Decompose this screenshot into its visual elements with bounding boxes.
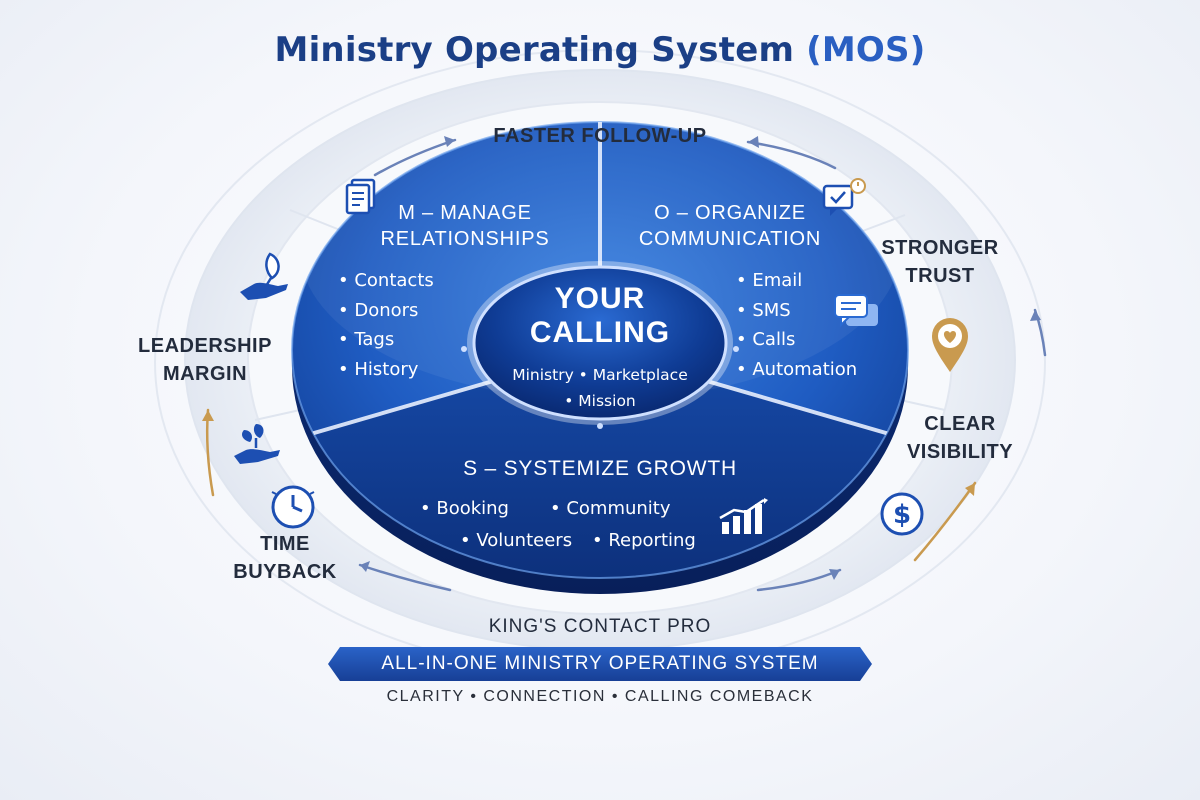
banner-ribbon [328,647,872,681]
segment-title-line: COMMUNICATION [638,228,822,250]
list-item: Tags [338,325,434,355]
banner-text: ALL-IN-ONE MINISTRY OPERATING SYSTEM [381,653,819,674]
list-item: Calls [736,325,857,355]
list-item: History [338,355,434,385]
segment-systemize-list-left: Booking [420,494,509,524]
ring-label-leadership-margin: LEADERSHIP MARGIN [130,332,280,388]
ring-label-line: MARGIN [162,363,248,385]
ring-label-stronger-trust: STRONGER TRUST [880,234,1000,290]
center-title-line: YOUR [554,282,646,315]
center-subtitle: Ministry • Marketplace • Mission [470,362,730,414]
segment-manage-list: Contacts Donors Tags History [338,266,434,385]
list-item: Booking [420,494,509,524]
list-item: Automation [736,355,857,385]
ring-label-line: LEADERSHIP [138,335,272,357]
list-item: Email [736,266,857,296]
segment-systemize-list-left-2: Volunteers [460,526,572,556]
ring-label-time-buyback: TIME BUYBACK [220,530,350,586]
list-item: Contacts [338,266,433,296]
bar-chart-icon [719,498,768,534]
segment-systemize-title: S – SYSTEMIZE GROWTH [463,457,737,480]
segment-title-line: M – MANAGE [398,202,532,224]
center-title-line: CALLING [529,316,671,349]
document-icon [345,178,376,215]
ring-label-line: BUYBACK [233,561,337,583]
heart-pin-icon [932,318,968,372]
ring-label-line: CLEAR [924,413,996,435]
svg-text:$: $ [893,500,911,530]
segment-title-line: O – ORGANIZE [654,202,806,224]
segment-systemize-list-right-2: Reporting [592,526,696,556]
ring-label-faster-follow-up: FASTER FOLLOW-UP [493,125,707,147]
page-title: Ministry Operating System (MOS) [0,30,1200,70]
chat-check-icon [822,178,866,216]
center-subtitle-line: • Mission [564,392,636,410]
segment-systemize-list-right: Community [550,494,670,524]
segment-organize-title: O – ORGANIZE COMMUNICATION [625,200,835,252]
ring-label-line: TIME [260,533,310,555]
ring-label-line: VISIBILITY [906,441,1014,463]
list-item: Reporting [592,526,696,556]
segment-manage-title: M – MANAGE RELATIONSHIPS [370,200,560,252]
ring-label-clear-visibility: CLEAR VISIBILITY [890,410,1030,466]
list-item: Community [550,494,670,524]
dollar-icon: $ [880,492,924,536]
title-accent: (MOS) [806,30,926,70]
plant-hand-icon [234,424,280,464]
brand-name: KING'S CONTACT PRO [488,616,712,637]
list-item: Donors [338,296,434,326]
clock-icon [271,485,315,529]
tagline: CLARITY • CONNECTION • CALLING COMEBACK [386,688,814,705]
ring-label-line: STRONGER [881,237,999,259]
segment-title-line: RELATIONSHIPS [380,228,550,250]
leaf-hand-icon [240,252,288,300]
segment-organize-list: Email SMS Calls Automation [736,266,857,384]
ring-label-line: TRUST [905,265,975,287]
center-subtitle-line: Ministry • Marketplace [512,366,688,384]
title-main: Ministry Operating System [274,30,795,70]
center-title: YOUR CALLING [480,282,720,350]
list-item: SMS [736,296,857,326]
list-item: Volunteers [460,526,572,556]
